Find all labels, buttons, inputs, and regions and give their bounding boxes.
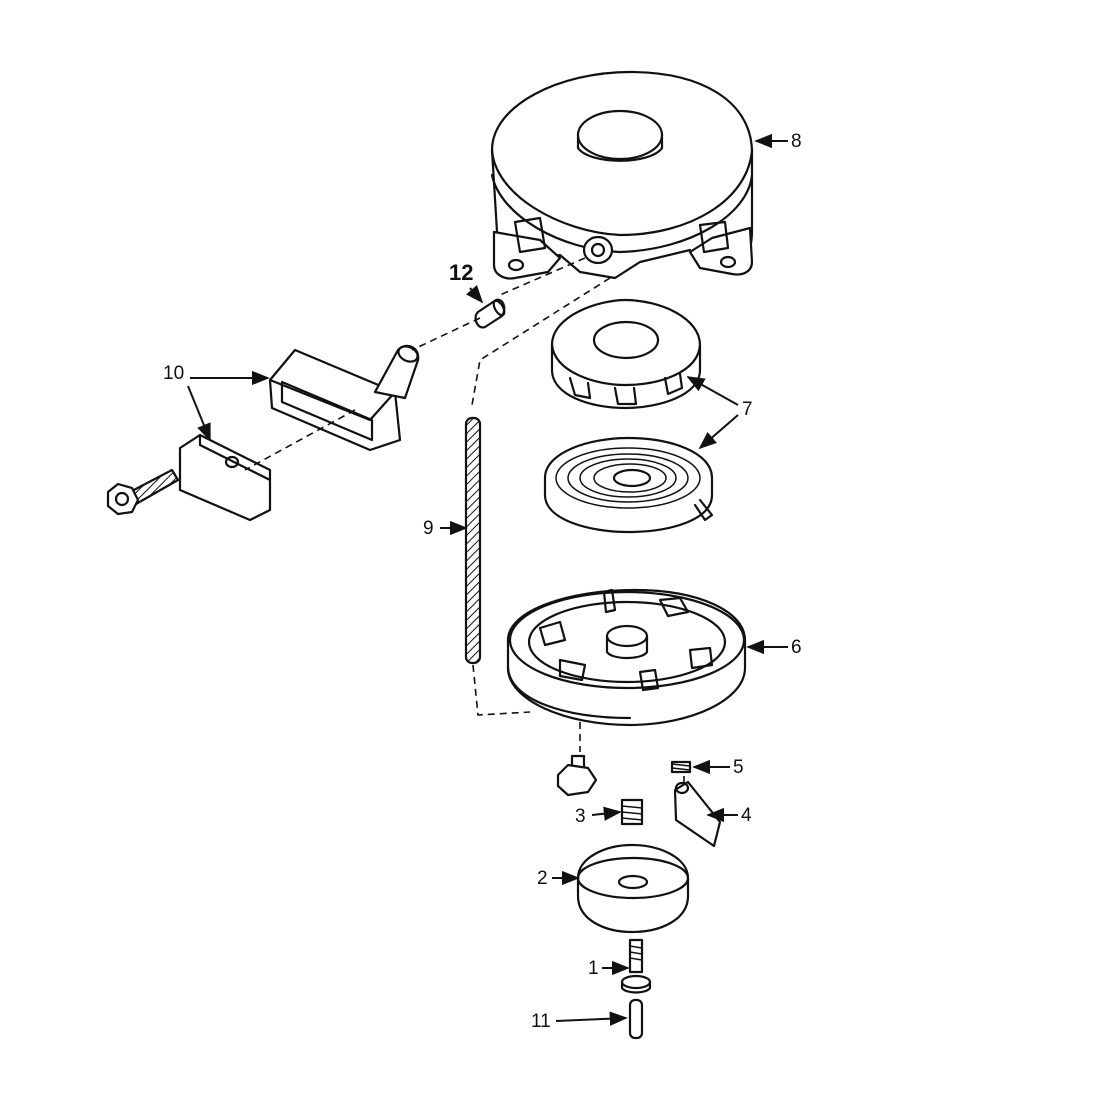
part-3-spring xyxy=(620,798,644,826)
assembly-lines xyxy=(244,257,685,784)
label-part-3: 3 xyxy=(575,806,586,827)
part-1-bolt xyxy=(620,938,652,994)
handle-bracket-part xyxy=(178,433,272,522)
label-part-11: 11 xyxy=(531,1011,551,1032)
pawl-screw-part xyxy=(556,754,598,797)
part-5-spring xyxy=(670,760,692,774)
label-part-2: 2 xyxy=(537,868,548,889)
recoil-spring-part xyxy=(543,436,714,534)
label-part-1: 1 xyxy=(588,958,599,979)
label-part-10: 10 xyxy=(163,363,185,384)
starter-rope-part xyxy=(464,416,482,665)
starter-handle-part xyxy=(268,344,420,452)
rope-pulley-part xyxy=(506,588,747,727)
part-4-pawl xyxy=(673,780,722,848)
part-2-retainer xyxy=(576,843,690,934)
label-part-9: 9 xyxy=(423,518,434,539)
label-part-7: 7 xyxy=(742,399,753,420)
label-part-5: 5 xyxy=(733,757,744,778)
label-part-4: 4 xyxy=(741,805,752,826)
rope-bushing-part xyxy=(474,298,506,329)
bracket-screw-part xyxy=(106,468,180,516)
starter-housing-part xyxy=(490,70,754,280)
label-part-12: 12 xyxy=(449,260,474,285)
leader-arrows xyxy=(187,133,788,1026)
part-11-pin xyxy=(628,998,644,1040)
label-part-8: 8 xyxy=(791,131,802,152)
spring-retainer-cup-part xyxy=(550,298,702,410)
label-part-6: 6 xyxy=(791,637,802,658)
